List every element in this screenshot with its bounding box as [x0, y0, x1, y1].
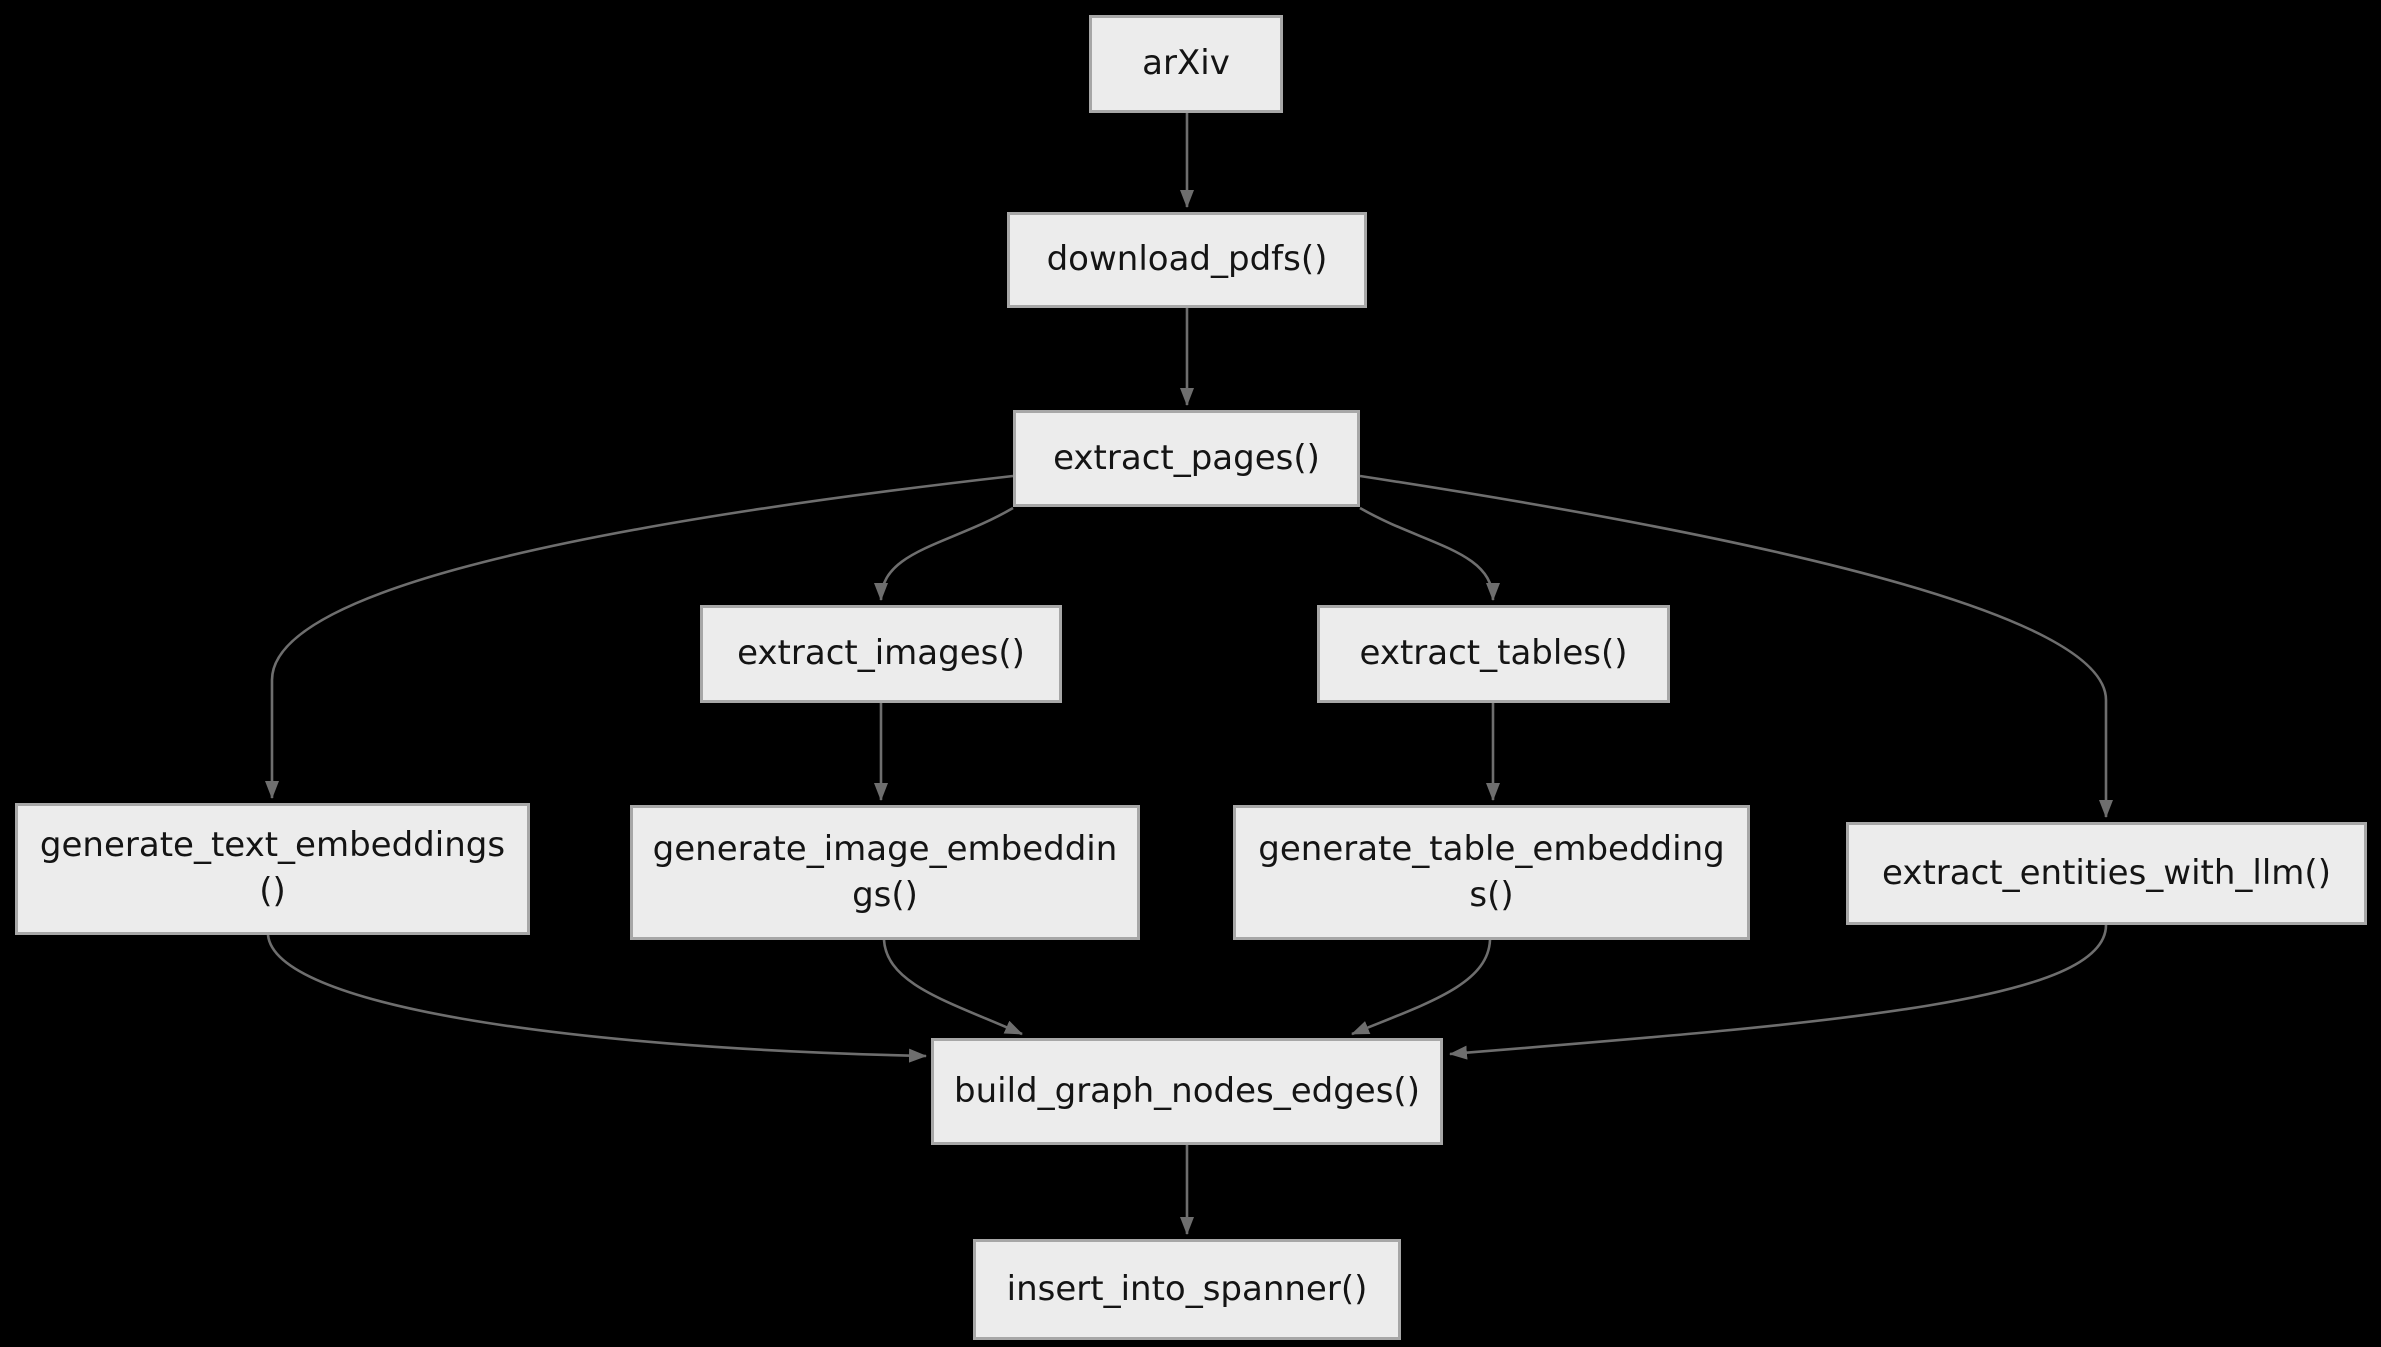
node-insert-into-spanner: insert_into_spanner() [973, 1239, 1401, 1340]
node-download-pdfs-label: download_pdfs() [1046, 239, 1328, 280]
node-arxiv: arXiv [1089, 15, 1283, 113]
node-build-graph-nodes-edges-label: build_graph_nodes_edges() [954, 1070, 1420, 1111]
node-extract-entities-with-llm: extract_entities_with_llm() [1846, 822, 2367, 925]
node-extract-tables-label: extract_tables() [1359, 633, 1628, 674]
node-generate-image-embeddings-label: generate_image_embeddin gs() [652, 828, 1118, 915]
edge-generate-text-embeddings-to-build-graph [266, 934, 927, 1063]
node-extract-images: extract_images() [700, 605, 1062, 703]
node-extract-pages-label: extract_pages() [1053, 437, 1320, 478]
node-generate-table-embeddings-label: generate_table_embedding s() [1258, 828, 1725, 915]
edge-generate-image-embeddings-to-build-graph [882, 939, 1023, 1036]
edge-extract-entities-to-build-graph [1449, 924, 2108, 1060]
node-extract-tables: extract_tables() [1317, 605, 1670, 703]
node-generate-image-embeddings: generate_image_embeddin gs() [630, 805, 1140, 940]
edge-extract-pages-to-extract-tables [1359, 506, 1500, 601]
node-build-graph-nodes-edges: build_graph_nodes_edges() [931, 1038, 1443, 1145]
node-arxiv-label: arXiv [1142, 43, 1230, 84]
node-generate-table-embeddings: generate_table_embedding s() [1233, 805, 1750, 940]
edge-extract-pages-to-extract-images [874, 506, 1014, 601]
node-extract-pages: extract_pages() [1013, 410, 1360, 507]
node-extract-entities-with-llm-label: extract_entities_with_llm() [1882, 852, 2331, 893]
node-generate-text-embeddings-label: generate_text_embeddings () [39, 825, 506, 911]
edge-generate-table-embeddings-to-build-graph [1351, 939, 1492, 1036]
node-extract-images-label: extract_images() [737, 633, 1025, 674]
node-generate-text-embeddings: generate_text_embeddings () [15, 803, 530, 935]
node-insert-into-spanner-label: insert_into_spanner() [1006, 1268, 1368, 1309]
node-download-pdfs: download_pdfs() [1007, 212, 1367, 308]
edge-extract-pages-to-generate-text-embeddings [265, 474, 1014, 799]
edge-extract-pages-to-extract-entities-with-llm [1359, 474, 2113, 818]
